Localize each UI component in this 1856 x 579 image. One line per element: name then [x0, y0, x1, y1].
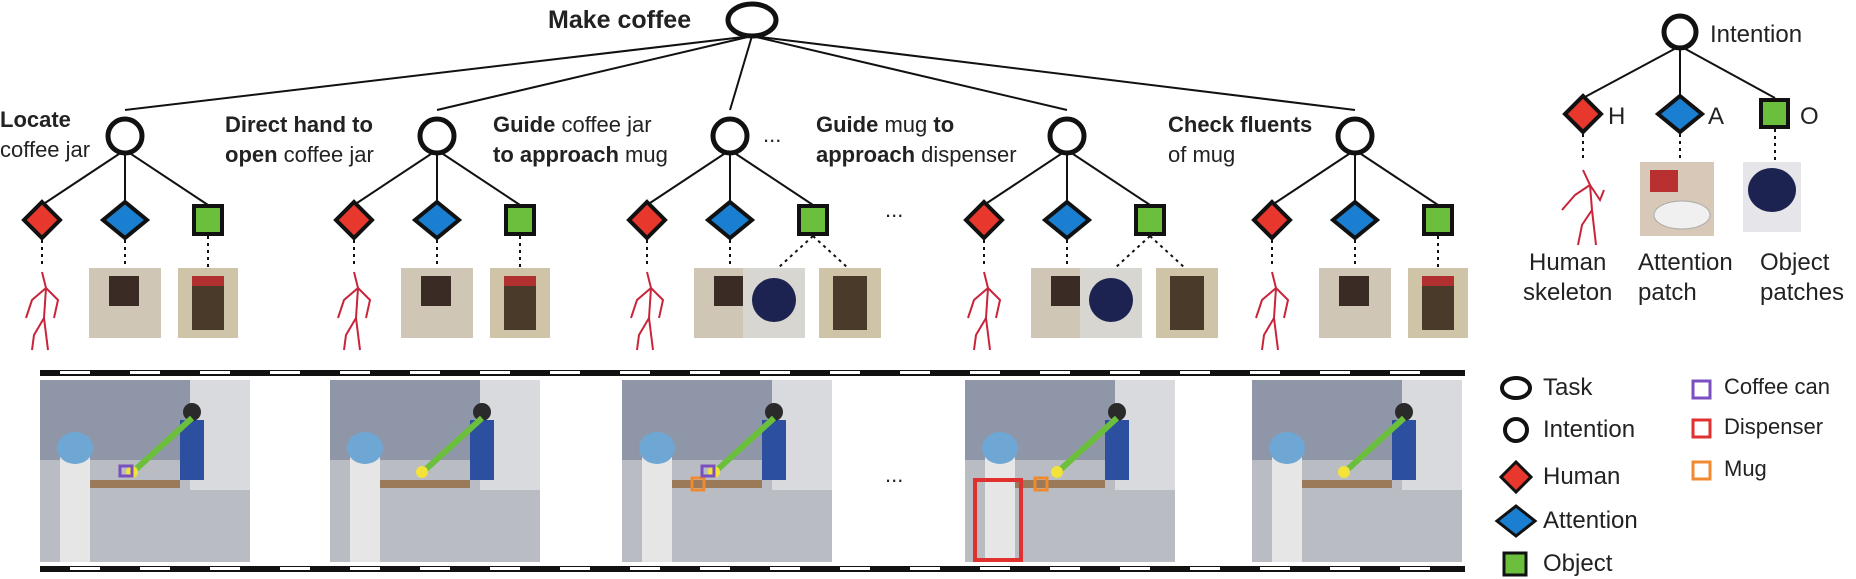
human-skeleton [1255, 271, 1290, 351]
intention-label-5: Check fluents of mug [1168, 112, 1313, 167]
schema-human-diamond [1562, 93, 1604, 135]
intention-subtree [963, 116, 1218, 351]
legend-coffee-can-label: Coffee can [1724, 374, 1831, 399]
ellipsis-frames: ... [885, 462, 904, 487]
intention-label-4: Guide mug to approach dispenser [816, 112, 1017, 167]
intention-node [1335, 116, 1375, 156]
intention-node [417, 116, 457, 156]
legend-task-label: Task [1543, 374, 1593, 401]
object-square [797, 204, 829, 236]
attention-diamond [411, 199, 463, 241]
schema-tree [1561, 13, 1801, 246]
human-diamond [1251, 199, 1293, 241]
legend-attention-label: Attention [1543, 507, 1638, 534]
attention-diamond [99, 199, 151, 241]
legend-symbols [1494, 376, 1712, 577]
ellipsis-leaves: ... [885, 197, 904, 222]
video-frame [40, 380, 250, 562]
intention-subtree [333, 116, 550, 351]
human-diamond [333, 199, 375, 241]
task-node [725, 1, 779, 39]
schema-attention-diamond [1654, 93, 1706, 135]
human-diamond [626, 199, 668, 241]
ellipsis-intentions: ... [763, 122, 782, 147]
video-frame [965, 380, 1175, 562]
schema-object-square [1759, 98, 1790, 129]
schema-intention-label: Intention [1710, 21, 1803, 48]
intention-subtrees [21, 116, 1468, 351]
legend-object-label: Object [1543, 550, 1613, 577]
intention-node [105, 116, 145, 156]
intention-node [1047, 116, 1087, 156]
intention-subtree [21, 116, 238, 351]
attention-diamond [1041, 199, 1093, 241]
legend-intention-label: Intention [1543, 416, 1636, 443]
video-frame [1252, 380, 1462, 562]
attention-diamond [704, 199, 756, 241]
human-skeleton [25, 271, 60, 351]
video-frame [622, 380, 832, 562]
intention-label-1: Locate coffee jar [0, 107, 91, 162]
attention-diamond [1329, 199, 1381, 241]
intention-node [710, 116, 750, 156]
schema-h-label: H [1608, 103, 1626, 130]
intention-label-3: Guide coffee jar to approach mug [493, 112, 668, 167]
schema-o-label: O [1800, 103, 1819, 130]
schema-skeleton [1561, 169, 1605, 246]
legend-mug-label: Mug [1724, 456, 1767, 481]
object-square [1134, 204, 1166, 236]
intention-label-2: Direct hand to open coffee jar [225, 112, 374, 167]
human-diamond [963, 199, 1005, 241]
intention-subtree [626, 116, 881, 351]
legend-dispenser-label: Dispenser [1724, 414, 1824, 439]
schema-intention-node [1661, 13, 1699, 51]
object-square [1422, 204, 1454, 236]
video-filmstrip [40, 370, 1465, 572]
task-label: Make coffee [548, 6, 692, 34]
human-skeleton [337, 271, 372, 351]
object-square [192, 204, 224, 236]
root-edges [124, 35, 1356, 111]
object-square [504, 204, 536, 236]
human-skeleton [630, 271, 665, 351]
human-diamond [21, 199, 63, 241]
schema-a-label: A [1708, 103, 1725, 130]
video-frame [330, 380, 540, 562]
legend-human-label: Human [1543, 463, 1621, 490]
human-skeleton [967, 271, 1002, 351]
intention-subtree [1251, 116, 1468, 351]
